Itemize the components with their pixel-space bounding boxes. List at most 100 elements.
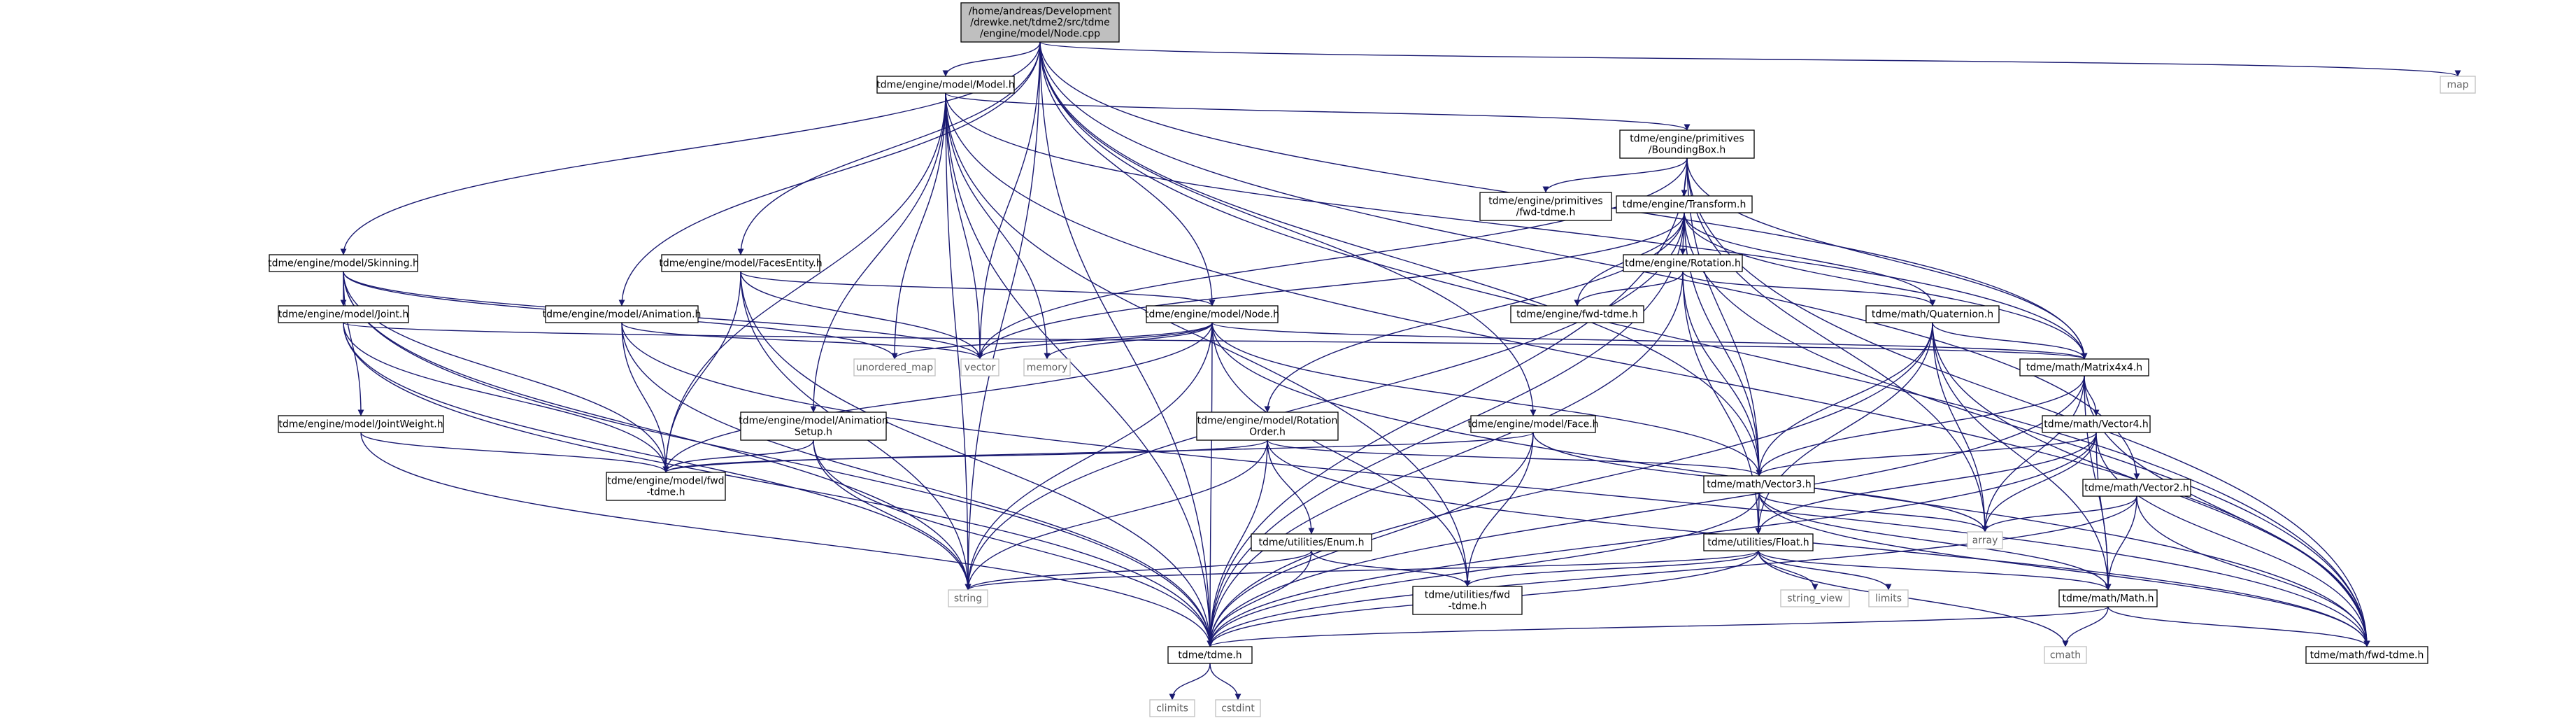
node-matrix4x4-h[interactable]: tdme/math/Matrix4x4.h bbox=[2019, 358, 2149, 376]
node-box bbox=[1412, 586, 1523, 615]
node-label: /drewke.net/tdme2/src/tdme bbox=[970, 17, 1110, 29]
node-box bbox=[1868, 589, 1909, 607]
node-node-h[interactable]: tdme/engine/model/Node.h bbox=[1145, 305, 1279, 323]
node-map: map bbox=[2440, 76, 2476, 94]
node-box bbox=[278, 305, 409, 323]
node-quaternion-h[interactable]: tdme/math/Quaternion.h bbox=[1865, 305, 2000, 323]
edge-model_h-to-bbox_h bbox=[945, 92, 1691, 131]
node-label: tdme/engine/model/fwd bbox=[607, 476, 724, 487]
edge-enum_h-to-tdme_h bbox=[1207, 550, 1312, 647]
node-label: tdme/engine/model/Face.h bbox=[1467, 419, 1598, 430]
node-joint-h[interactable]: tdme/engine/model/Joint.h bbox=[278, 305, 409, 323]
edge-rotorder_h-to-math_fwd bbox=[1267, 439, 2370, 647]
edge-transform_h-to-tdme_h bbox=[1207, 212, 1685, 647]
node-climits: climits bbox=[1149, 699, 1195, 717]
node-box bbox=[1623, 254, 1743, 272]
node-engine-fwd[interactable]: tdme/engine/fwd-tdme.h bbox=[1510, 305, 1644, 323]
node-vector3-h[interactable]: tdme/math/Vector3.h bbox=[1703, 475, 1815, 493]
edge-rotation_h-to-tdme_h bbox=[1207, 271, 1684, 647]
node-label: Setup.h bbox=[795, 427, 832, 438]
node-limits: limits bbox=[1868, 589, 1909, 607]
node-unordered-map: unordered_map bbox=[853, 358, 936, 376]
edge-face_h-to-model_fwd bbox=[662, 432, 1534, 473]
edge-matrix4x4_h-to-tdme_h bbox=[1207, 375, 2085, 647]
edge-quaternion_h-to-tdme_h bbox=[1207, 322, 1933, 647]
edge-joint_h-to-model_fwd bbox=[343, 322, 669, 473]
node-box bbox=[661, 254, 820, 272]
node-label: tdme/engine/model/JointWeight.h bbox=[278, 419, 443, 430]
edge-facesentity_h-to-vector bbox=[740, 271, 983, 360]
node-label: limits bbox=[1875, 593, 1902, 605]
node-box bbox=[1149, 699, 1195, 717]
edge-vector3_h-to-array bbox=[1758, 492, 1988, 533]
edge-root-to-string bbox=[965, 41, 1041, 591]
node-label: tdme/engine/model/FacesEntity.h bbox=[659, 258, 822, 269]
node-prim-fwd[interactable]: tdme/engine/primitives/fwd-tdme.h bbox=[1479, 192, 1612, 221]
edge-model_h-to-string bbox=[945, 92, 972, 591]
node-label: tdme/engine/model/Joint.h bbox=[278, 309, 408, 321]
edge-node_h-to-vector bbox=[976, 322, 1213, 360]
edge-face_h-to-util_fwd bbox=[1464, 432, 1534, 587]
node-label: tdme/engine/Transform.h bbox=[1623, 199, 1746, 211]
node-label: memory bbox=[1027, 362, 1068, 374]
node-tdme-h[interactable]: tdme/tdme.h bbox=[1167, 646, 1253, 664]
node-enum-h[interactable]: tdme/utilities/Enum.h bbox=[1251, 533, 1372, 551]
node-float-h[interactable]: tdme/utilities/Float.h bbox=[1703, 533, 1814, 551]
node-cmath: cmath bbox=[2044, 646, 2087, 664]
node-facesentity-h[interactable]: tdme/engine/model/FacesEntity.h bbox=[659, 254, 823, 272]
edge-transform_h-to-quaternion_h bbox=[1684, 212, 1936, 307]
edge-rotorder_h-to-string bbox=[965, 439, 1268, 591]
node-box bbox=[1251, 533, 1372, 551]
node-cstdint: cstdint bbox=[1215, 699, 1261, 717]
edge-root-to-skinning_h bbox=[340, 41, 1041, 255]
edge-facesentity_h-to-node_h bbox=[740, 271, 1216, 307]
node-box bbox=[1619, 129, 1755, 159]
edge-root-to-node_h bbox=[1039, 41, 1216, 307]
node-label: string_view bbox=[1787, 593, 1842, 605]
node-root[interactable]: /home/andreas/Development/drewke.net/tdm… bbox=[960, 2, 1120, 43]
node-rotation-h[interactable]: tdme/engine/Rotation.h bbox=[1623, 254, 1743, 272]
node-math-fwd[interactable]: tdme/math/fwd-tdme.h bbox=[2305, 646, 2428, 664]
edge-tdme_h-to-climits bbox=[1169, 663, 1211, 701]
node-box bbox=[1215, 699, 1261, 717]
node-jointweight-h[interactable]: tdme/engine/model/JointWeight.h bbox=[278, 415, 444, 433]
edge-float_h-to-cmath bbox=[1758, 550, 2069, 647]
edge-vector4_h-to-tdme_h bbox=[1207, 432, 2097, 647]
node-box bbox=[853, 358, 936, 376]
node-transform-h[interactable]: tdme/engine/Transform.h bbox=[1616, 195, 1753, 213]
node-vector2-h[interactable]: tdme/math/Vector2.h bbox=[2082, 479, 2191, 497]
node-bbox-h[interactable]: tdme/engine/primitives/BoundingBox.h bbox=[1619, 129, 1755, 159]
edge-quaternion_h-to-float_h bbox=[1755, 322, 1933, 535]
edge-transform_h-to-rotorder_h bbox=[1264, 212, 1685, 413]
edge-root-to-model_h bbox=[942, 41, 1041, 77]
edge-vector2_h-to-math_fwd bbox=[2136, 495, 2370, 647]
node-skinning-h[interactable]: tdme/engine/model/Skinning.h bbox=[268, 254, 419, 272]
node-model-fwd[interactable]: tdme/engine/model/fwd-tdme.h bbox=[606, 472, 726, 501]
node-vector4-h[interactable]: tdme/math/Vector4.h bbox=[2042, 415, 2151, 433]
edge-joint_h-to-tdme_h bbox=[343, 322, 1214, 647]
edge-root-to-face_h bbox=[1039, 41, 1537, 416]
edge-joint_h-to-string bbox=[343, 322, 972, 591]
node-label: tdme/engine/model/Node.h bbox=[1145, 309, 1279, 321]
edge-quaternion_h-to-array bbox=[1932, 322, 1988, 533]
node-util-fwd[interactable]: tdme/utilities/fwd-tdme.h bbox=[1412, 586, 1523, 615]
node-box bbox=[606, 472, 726, 501]
node-vector: vector bbox=[960, 358, 999, 376]
node-box bbox=[1703, 475, 1815, 493]
node-math-h[interactable]: tdme/math/Math.h bbox=[2058, 589, 2158, 607]
node-face-h[interactable]: tdme/engine/model/Face.h bbox=[1467, 415, 1599, 433]
node-box bbox=[2058, 589, 2158, 607]
node-model-h[interactable]: tdme/engine/model/Model.h bbox=[876, 76, 1015, 94]
node-box bbox=[2305, 646, 2428, 664]
edge-animsetup_h-to-model_fwd bbox=[662, 439, 814, 473]
node-array: array bbox=[1967, 531, 2003, 549]
edge-vector3_h-to-math_h bbox=[1758, 492, 2112, 591]
edge-node_h-to-model_fwd bbox=[662, 322, 1213, 473]
edge-bbox_h-to-matrix4x4_h bbox=[1686, 157, 2088, 360]
node-label: /BoundingBox.h bbox=[1649, 145, 1726, 156]
node-box bbox=[2019, 358, 2149, 376]
edge-bbox_h-to-array bbox=[1686, 157, 1988, 533]
node-animation-h[interactable]: tdme/engine/model/Animation.h bbox=[543, 305, 702, 323]
